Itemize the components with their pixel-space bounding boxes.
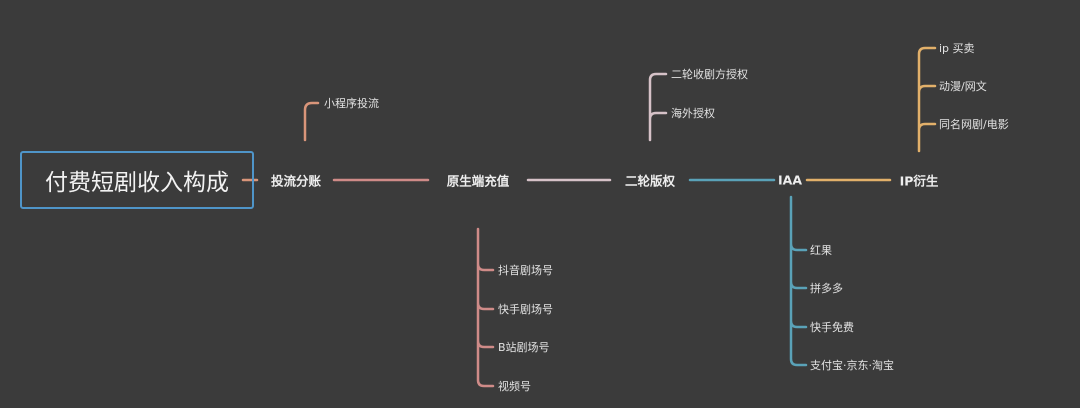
branch-node-3[interactable]: 二轮版权 — [624, 173, 676, 189]
leaf-node[interactable]: 二轮收剧方授权 — [671, 68, 748, 81]
connector-branch3-children — [648, 72, 668, 142]
connector-branch2-children — [476, 227, 495, 388]
branch-node-2[interactable]: 原生端充值 — [446, 173, 510, 189]
branch-node-5[interactable]: IP衍生 — [899, 173, 939, 189]
leaf-node[interactable]: 支付宝·京东·淘宝 — [810, 359, 894, 372]
branch-node-4[interactable]: IAA — [778, 172, 802, 188]
leaf-node[interactable]: ip 买卖 — [939, 42, 975, 55]
connector-branch4-children — [789, 195, 808, 367]
leaf-node[interactable]: 小程序投流 — [324, 97, 379, 110]
connector-branch1-child — [303, 101, 320, 142]
root-node[interactable]: 付费短剧收入构成 — [20, 151, 254, 209]
leaf-node[interactable]: 抖音剧场号 — [498, 264, 553, 277]
leaf-node[interactable]: 动漫/网文 — [939, 80, 987, 93]
leaf-node[interactable]: 快手免费 — [810, 321, 854, 334]
leaf-node[interactable]: 快手剧场号 — [498, 303, 553, 316]
leaf-node[interactable]: 视频号 — [498, 380, 531, 393]
leaf-node[interactable]: 海外授权 — [671, 107, 715, 120]
root-label: 付费短剧收入构成 — [45, 170, 229, 196]
connector-branch5-children — [917, 46, 937, 153]
leaf-node[interactable]: 红果 — [810, 244, 832, 257]
leaf-node[interactable]: 拼多多 — [810, 282, 843, 295]
leaf-node[interactable]: B站剧场号 — [498, 341, 550, 354]
leaf-node[interactable]: 同名网剧/电影 — [939, 118, 1009, 131]
branch-node-1[interactable]: 投流分账 — [270, 173, 322, 189]
